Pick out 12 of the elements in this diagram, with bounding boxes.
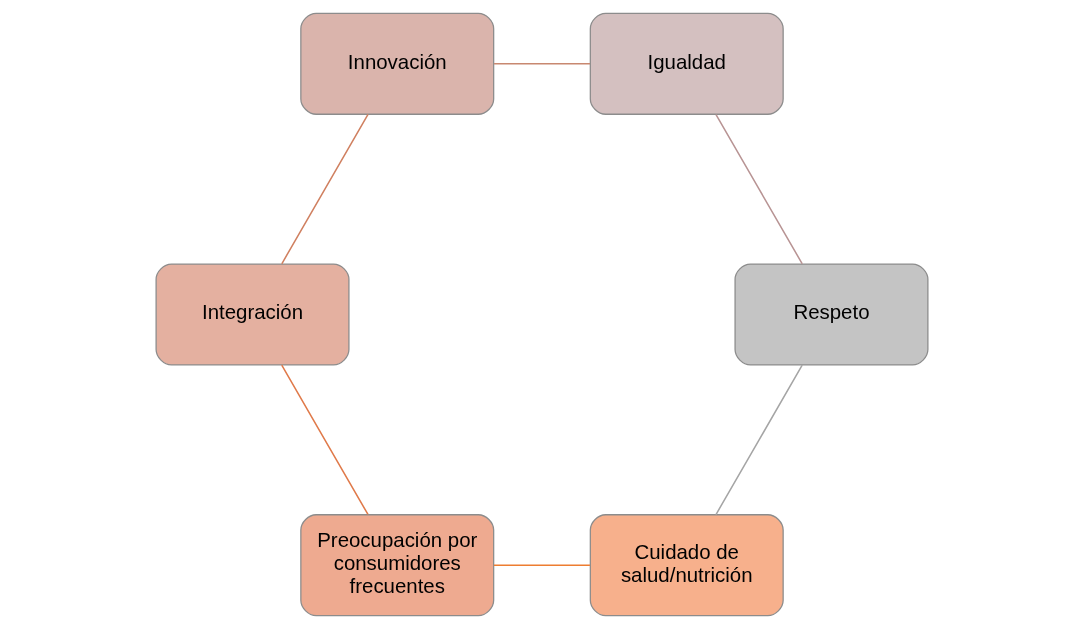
node-box: Innovación [300,12,495,115]
connector [281,364,369,516]
node-box: Igualdad [589,12,784,115]
node-box: Cuidado de salud/nutrición [589,514,784,617]
connector [715,364,803,516]
node-box: Preocupación por consumidores frecuentes [300,514,495,617]
connector [493,564,591,566]
connector [715,113,803,265]
connector [281,113,369,265]
node-box: Integración [155,263,350,366]
node-box: Respeto [734,263,929,366]
connector [493,63,591,65]
